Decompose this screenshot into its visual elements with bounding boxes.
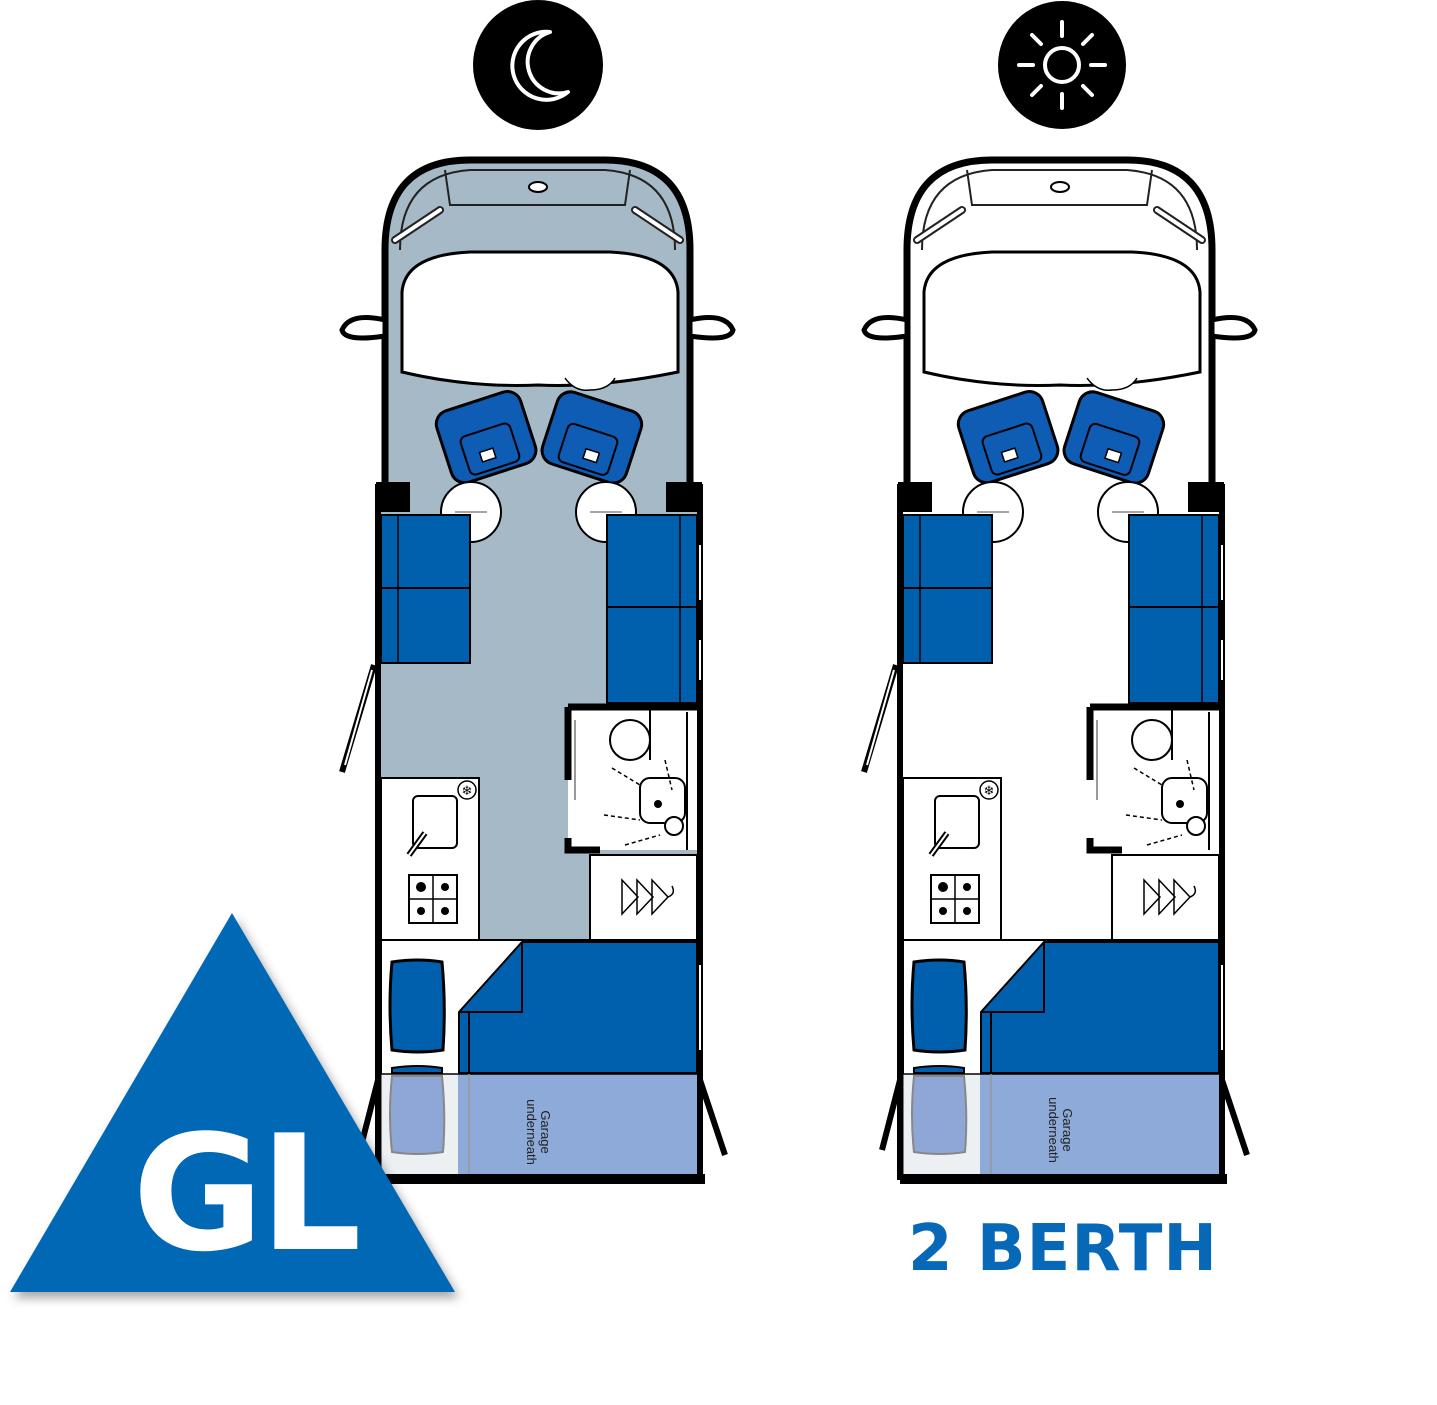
berth-label: 2 BERTH <box>908 1212 1218 1286</box>
moon-icon <box>473 0 603 130</box>
garage-label-line1: Garage <box>1060 1108 1075 1152</box>
garage-label-line2: underneath <box>1046 1097 1061 1163</box>
gl-badge-triangle <box>10 913 455 1292</box>
sun-icon <box>998 1 1126 129</box>
day-layout <box>864 160 1255 1184</box>
garage-label-line2: underneath <box>524 1099 539 1165</box>
garage-label-line1: Garage <box>538 1110 553 1154</box>
night-layout <box>342 160 733 1184</box>
gl-badge-text: GL <box>132 1100 361 1287</box>
